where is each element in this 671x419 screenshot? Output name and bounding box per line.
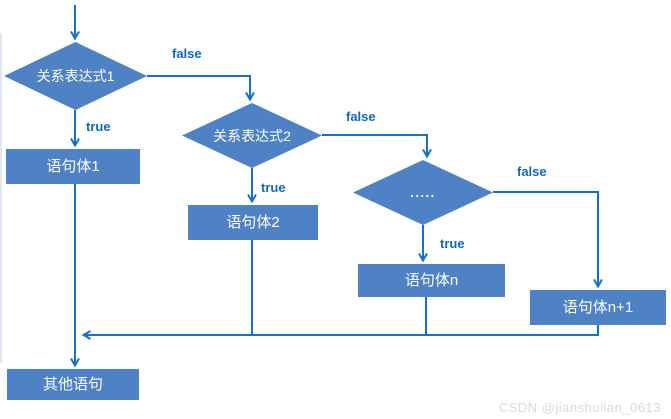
process-node-statement1: 语句体1: [6, 149, 140, 184]
edge-merge-collector: [84, 325, 599, 335]
process-node-other-statement: 其他语句: [7, 369, 139, 400]
process-node-statement2-label: 语句体2: [226, 214, 280, 231]
edge-label-true-2: true: [261, 180, 286, 195]
process-node-statement1-label: 语句体1: [46, 158, 100, 175]
edge-label-false-2: false: [346, 109, 376, 124]
edge-false-3: [493, 191, 598, 286]
process-node-statement-n: 语句体n: [358, 264, 505, 297]
process-node-statement-n-plus-1-label: 语句体n+1: [562, 299, 634, 316]
process-node-statement2: 语句体2: [188, 205, 318, 240]
process-node-other-statement-label: 其他语句: [42, 376, 103, 393]
edge-label-true-1: true: [86, 119, 111, 134]
decision-node-2-label: 关系表达式2: [213, 127, 291, 144]
edge-false-2: [322, 134, 427, 156]
edge-false-1: [147, 75, 250, 99]
process-node-statement-n-plus-1: 语句体n+1: [530, 290, 666, 325]
decision-node-1-label: 关系表达式1: [36, 68, 115, 84]
left-edge-rule: [0, 33, 2, 363]
edge-label-false-3: false: [517, 164, 547, 179]
decision-node-3-label: .....: [410, 185, 436, 200]
edge-label-false-1: false: [172, 46, 202, 61]
process-node-statement-n-label: 语句体n: [404, 272, 459, 289]
csdn-watermark: CSDN @jianshuilan_0613: [498, 400, 661, 415]
edge-label-true-3: true: [440, 236, 465, 251]
